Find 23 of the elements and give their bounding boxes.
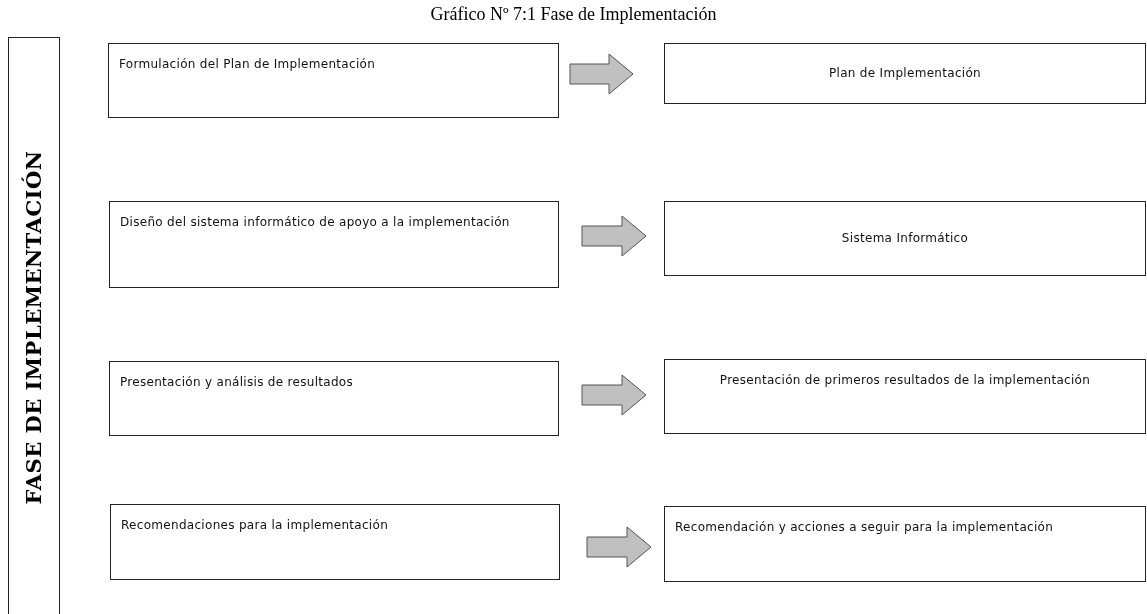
block-arrow bbox=[569, 53, 634, 95]
block-arrow bbox=[586, 526, 652, 568]
box-text: Presentación de primeros resultados de la implementación bbox=[719, 372, 1091, 389]
box-text: Plan de Implementación bbox=[829, 64, 981, 82]
phase-label: FASE DE IMPLEMENTACIÓN bbox=[21, 150, 47, 505]
box-text: Sistema Informático bbox=[841, 229, 969, 247]
box-text: Diseño del sistema informático de apoyo a la implementación bbox=[120, 214, 510, 231]
box-text: Formulación del Plan de Implementación bbox=[119, 56, 376, 73]
block-arrow bbox=[581, 215, 647, 257]
phase-band bbox=[8, 37, 60, 614]
box-text: Recomendación y acciones a seguir para la implementación bbox=[675, 519, 1054, 536]
box-text: Recomendaciones para la implementación bbox=[121, 517, 389, 534]
process-box bbox=[108, 43, 559, 118]
process-box bbox=[110, 504, 560, 580]
box-text: Presentación y análisis de resultados bbox=[120, 374, 354, 391]
process-box bbox=[664, 201, 1146, 276]
process-box bbox=[664, 359, 1146, 434]
process-box bbox=[664, 506, 1146, 582]
process-box bbox=[109, 201, 559, 288]
process-box bbox=[109, 361, 559, 436]
diagram-title: Gráfico Nº 7:1 Fase de Implementación bbox=[429, 4, 718, 25]
process-box bbox=[664, 43, 1146, 104]
block-arrow bbox=[581, 374, 647, 416]
